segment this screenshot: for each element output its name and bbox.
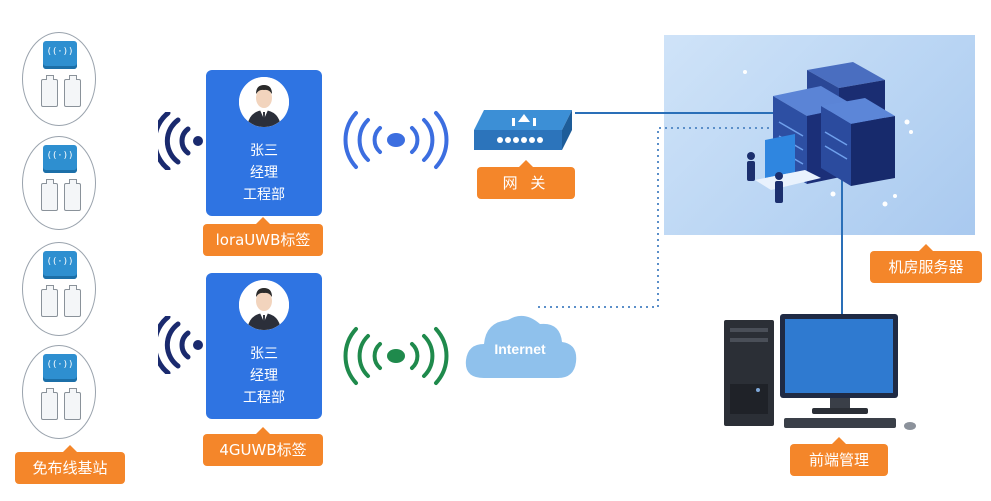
server-room-label: 机房服务器: [870, 244, 982, 283]
access-point-icon: [43, 145, 77, 173]
access-point-icon: [43, 251, 77, 279]
4g-signal-icon: [343, 327, 449, 385]
access-point-icon: [43, 354, 77, 382]
battery-icon: [41, 285, 58, 317]
base-station: [22, 242, 96, 336]
4g-uwb-tag-card: 张三 经理 工程部: [206, 273, 322, 419]
base-station-label: 免布线基站: [15, 445, 125, 484]
battery-icon: [41, 75, 58, 107]
internet-cloud-icon: [465, 315, 577, 378]
base-station: [22, 32, 96, 126]
4g-uwb-tag-label: 4GUWB标签: [203, 427, 323, 466]
base-station: [22, 136, 96, 230]
server-rack-icon: [743, 62, 913, 207]
person-avatar: [239, 280, 289, 330]
base-station-wave-icon: [158, 316, 203, 374]
tag-person-dept: 工程部: [243, 187, 285, 203]
battery-icon: [64, 179, 81, 211]
tag-person-name: 张三: [250, 143, 278, 159]
tag-person-title: 经理: [250, 165, 278, 181]
battery-icon: [41, 179, 58, 211]
access-point-icon: [43, 41, 77, 69]
gateway-label: 网 关: [477, 160, 575, 199]
base-station-wave-icon: [158, 112, 203, 170]
gateway-device-icon: [474, 110, 572, 150]
internet-label: Internet: [494, 341, 546, 357]
battery-icon: [64, 388, 81, 420]
lora-signal-icon: [343, 111, 449, 169]
base-station: [22, 345, 96, 439]
lora-uwb-tag-card: 张三 经理 工程部: [206, 70, 322, 216]
tag-person-dept: 工程部: [243, 390, 285, 406]
battery-icon: [64, 75, 81, 107]
person-avatar: [239, 77, 289, 127]
frontend-management-label: 前端管理: [790, 437, 888, 476]
lora-uwb-tag-label: loraUWB标签: [203, 217, 323, 256]
desktop-computer-icon: [724, 314, 916, 430]
battery-icon: [64, 285, 81, 317]
tag-person-name: 张三: [250, 346, 278, 362]
battery-icon: [41, 388, 58, 420]
tag-person-title: 经理: [250, 368, 278, 384]
